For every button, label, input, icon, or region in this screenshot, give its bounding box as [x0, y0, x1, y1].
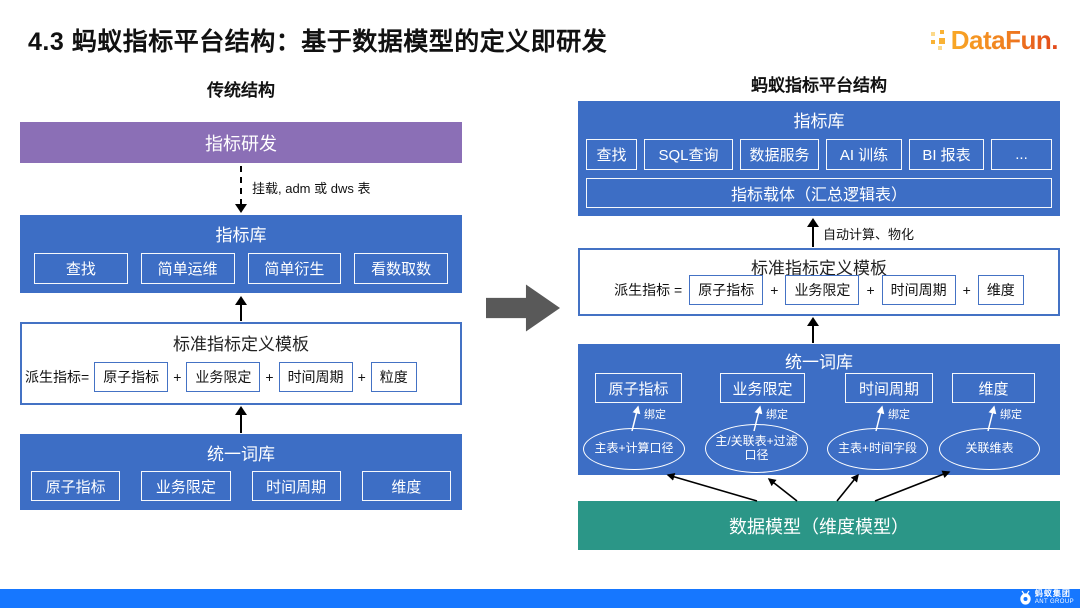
- right-template-box: 标准指标定义模板 派生指标 = 原子指标 + 业务限定 + 时间周期 + 维度: [578, 248, 1060, 316]
- auto-compute-label: 自动计算、物化: [823, 227, 915, 242]
- left-thesaurus-item: 业务限定: [141, 471, 231, 501]
- arrow-head: [235, 406, 247, 415]
- left-thesaurus-item: 原子指标: [31, 471, 121, 501]
- arrow-head: [807, 218, 819, 227]
- arrow-up-icon: [807, 317, 819, 343]
- left-metric-lib-box: 指标库 查找 简单运维 简单衍生 看数取数: [20, 215, 462, 293]
- formula-term: 粒度: [370, 362, 417, 392]
- right-diagram-title: 蚂蚁指标平台结构: [751, 76, 887, 95]
- arrow-up-icon: [235, 406, 247, 433]
- ant-logo-text: 蚂蚁集团 ANT GROUP: [1034, 589, 1074, 605]
- plus-sign: +: [173, 369, 182, 385]
- bind-label: 绑定: [644, 409, 666, 421]
- left-formula: 派生指标= 原子指标 + 业务限定 + 时间周期 + 粒度: [25, 362, 457, 392]
- arrow-head: [807, 317, 819, 326]
- transform-arrow-icon: [486, 284, 560, 332]
- arrow-head: [235, 296, 247, 305]
- data-model-box: 数据模型（维度模型）: [578, 501, 1060, 550]
- arrow-line: [812, 324, 814, 343]
- datafun-logo-text: DataFun.: [950, 25, 1059, 55]
- arrow-line: [240, 166, 242, 205]
- arrow-line: [240, 413, 242, 433]
- right-thesaurus-item: 维度: [952, 373, 1035, 403]
- metric-dev-box: 指标研发: [20, 122, 462, 163]
- right-metric-lib-box: 指标库 查找 SQL查询 数据服务 AI 训练 BI 报表 ... 指标载体（汇…: [578, 101, 1060, 216]
- data-model-label: 数据模型（维度模型）: [729, 516, 909, 537]
- left-thesaurus-item: 维度: [361, 471, 451, 501]
- formula-term: 维度: [977, 275, 1024, 305]
- arrow-up-icon: [235, 296, 247, 321]
- mount-arrow-label: 挂载, adm 或 dws 表: [252, 181, 371, 196]
- right-lib-item: 查找: [586, 139, 637, 170]
- ant-icon: [1020, 590, 1031, 605]
- datafun-dots-icon: [938, 37, 945, 44]
- right-thesaurus-item: 原子指标: [595, 373, 682, 403]
- left-lib-item: 简单衍生: [247, 253, 342, 284]
- right-lib-item: AI 训练: [826, 139, 902, 170]
- plus-sign: +: [265, 369, 274, 385]
- formula-term: 业务限定: [186, 362, 261, 392]
- right-lib-item: 数据服务: [740, 139, 819, 170]
- model-arrow-icon: [874, 470, 951, 502]
- formula-term: 原子指标: [94, 362, 169, 392]
- formula-term: 时间周期: [881, 275, 956, 305]
- left-thesaurus-box: 统一词库 原子指标 业务限定 时间周期 维度: [20, 434, 462, 510]
- left-thesaurus-title: 统一词库: [207, 445, 275, 464]
- arrow-line: [812, 225, 814, 247]
- formula-term: 业务限定: [785, 275, 860, 305]
- arrow-head: [235, 204, 247, 213]
- footer-bar: 蚂蚁集团 ANT GROUP: [0, 589, 1080, 608]
- left-lib-item: 查找: [34, 253, 128, 284]
- formula-prefix: 派生指标=: [25, 369, 90, 385]
- left-template-title: 标准指标定义模板: [173, 335, 309, 354]
- left-template-box: 标准指标定义模板 派生指标= 原子指标 + 业务限定 + 时间周期 + 粒度: [20, 322, 462, 405]
- left-lib-item: 看数取数: [354, 253, 448, 284]
- plus-sign: +: [866, 282, 875, 298]
- model-arrow-icon: [666, 472, 758, 502]
- datafun-logo: DataFun.: [938, 25, 1059, 56]
- bind-label: 绑定: [1000, 409, 1022, 421]
- formula-prefix: 派生指标 =: [614, 282, 683, 298]
- left-thesaurus-items: 原子指标 业务限定 时间周期 维度: [31, 471, 451, 501]
- right-thesaurus-box: 统一词库 原子指标 业务限定 时间周期 维度 绑定 绑定 绑定 绑定 主表+计算…: [578, 344, 1060, 475]
- right-thesaurus-item: 业务限定: [720, 373, 805, 403]
- left-lib-item: 简单运维: [140, 253, 235, 284]
- right-formula: 派生指标 = 原子指标 + 业务限定 + 时间周期 + 维度: [588, 275, 1050, 305]
- bind-label: 绑定: [766, 409, 788, 421]
- model-arrow-icon: [836, 473, 859, 502]
- plus-sign: +: [357, 369, 366, 385]
- left-metric-lib-title: 指标库: [215, 226, 267, 245]
- right-metric-lib-items: 查找 SQL查询 数据服务 AI 训练 BI 报表 ...: [586, 139, 1052, 170]
- source-ellipse: 关联维表: [939, 428, 1040, 470]
- footer-company-cn: 蚂蚁集团: [1034, 589, 1071, 599]
- right-lib-item: BI 报表: [909, 139, 984, 170]
- page-title: 4.3 蚂蚁指标平台结构：基于数据模型的定义即研发: [28, 28, 608, 56]
- right-lib-item-more: ...: [991, 139, 1052, 170]
- right-lib-item: SQL查询: [644, 139, 733, 170]
- right-template-title: 标准指标定义模板: [751, 259, 887, 278]
- metric-dev-label: 指标研发: [205, 133, 277, 154]
- formula-term: 原子指标: [689, 275, 764, 305]
- right-thesaurus-item: 时间周期: [845, 373, 933, 403]
- arrow-up-icon: [807, 218, 819, 247]
- source-ellipse: 主表+计算口径: [583, 428, 685, 470]
- plus-sign: +: [770, 282, 779, 298]
- source-ellipse: 主/关联表+过滤口径: [705, 424, 808, 473]
- ant-group-logo: 蚂蚁集团 ANT GROUP: [1019, 589, 1074, 605]
- metric-carrier-bar: 指标载体（汇总逻辑表）: [586, 178, 1052, 208]
- mount-dashed-arrow-icon: [235, 166, 247, 213]
- right-metric-lib-title: 指标库: [793, 112, 845, 131]
- left-thesaurus-item: 时间周期: [251, 471, 341, 501]
- left-diagram-title: 传统结构: [207, 81, 275, 100]
- model-arrow-icon: [767, 478, 798, 502]
- left-metric-lib-items: 查找 简单运维 简单衍生 看数取数: [34, 253, 448, 284]
- bind-label: 绑定: [888, 409, 910, 421]
- footer-company-en: ANT GROUP: [1034, 598, 1074, 605]
- arrow-line: [240, 303, 242, 321]
- right-thesaurus-title: 统一词库: [785, 353, 853, 372]
- source-ellipse: 主表+时间字段: [827, 428, 928, 470]
- formula-term: 时间周期: [278, 362, 353, 392]
- plus-sign: +: [962, 282, 971, 298]
